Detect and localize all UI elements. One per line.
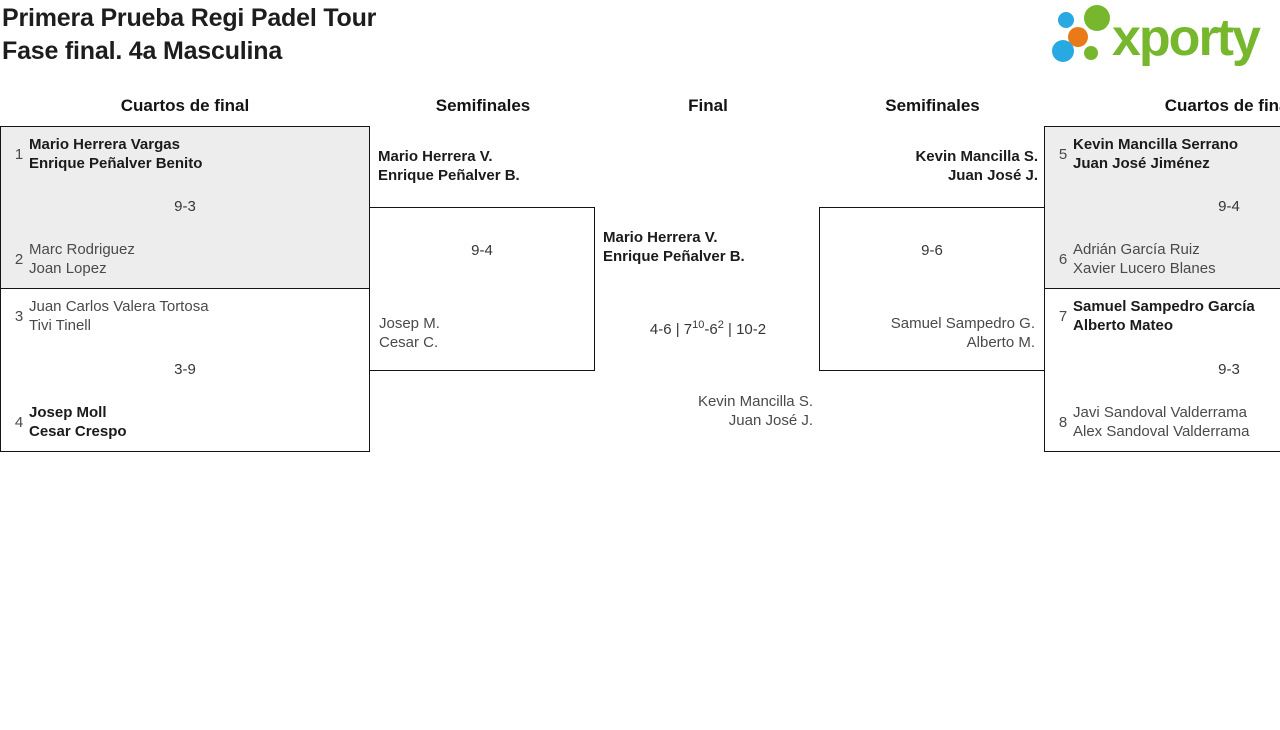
round-header-final: Final bbox=[688, 96, 728, 115]
round-header-semis-left: Semifinales bbox=[435, 96, 531, 115]
logo-dot-blue-large-icon bbox=[1052, 40, 1074, 62]
team-row-seed1: 1 Mario Herrera Vargas Enrique Peñalver … bbox=[1, 135, 369, 173]
logo-dot-orange-icon bbox=[1068, 27, 1088, 47]
final-loser-names: Kevin Mancilla S. Juan José J. bbox=[595, 392, 813, 430]
player-name: Cesar Crespo bbox=[29, 423, 127, 440]
player-name: Mario Herrera V. bbox=[378, 148, 493, 165]
match-score: 9-3 bbox=[174, 198, 196, 215]
seed-number: 5 bbox=[1058, 145, 1068, 163]
team-names: Kevin Mancilla Serrano Juan José Jiménez bbox=[1073, 135, 1238, 173]
team-names: Juan Carlos Valera Tortosa Tivi Tinell bbox=[29, 297, 209, 335]
round-header-semis-right: Semifinales bbox=[885, 96, 980, 115]
player-name: Marc Rodriguez bbox=[29, 241, 135, 258]
logo-dot-green-small-icon bbox=[1084, 46, 1098, 60]
player-name: Mario Herrera Vargas bbox=[29, 136, 180, 153]
match-score: 9-4 bbox=[1218, 198, 1240, 215]
player-name: Juan Carlos Valera Tortosa bbox=[29, 298, 209, 315]
player-name: Joan Lopez bbox=[29, 260, 107, 277]
team-names: Mario Herrera Vargas Enrique Peñalver Be… bbox=[29, 135, 202, 173]
player-name: Alex Sandoval Valderrama bbox=[1073, 423, 1250, 440]
xporty-logo-text: xporty bbox=[1112, 9, 1261, 67]
team-names: Samuel Sampedro García Alberto Mateo bbox=[1073, 297, 1255, 335]
player-name: Javi Sandoval Valderrama bbox=[1073, 404, 1247, 421]
round-header-quarters-left: Cuartos de final bbox=[120, 96, 250, 115]
player-name: Kevin Mancilla Serrano bbox=[1073, 136, 1239, 153]
round-header-quarters-right: Cuartos de final bbox=[1164, 96, 1280, 115]
seed-number: 3 bbox=[14, 307, 24, 325]
team-row-seed2: 2 Marc Rodriguez Joan Lopez bbox=[1, 240, 369, 278]
team-row-seed5: 5 Kevin Mancilla Serrano Juan José Jimén… bbox=[1045, 135, 1280, 173]
final-score: 4-6 | 710-62 | 10-2 bbox=[649, 319, 767, 339]
player-name: Josep M. bbox=[379, 315, 440, 332]
logo-dot-green-large-icon bbox=[1084, 5, 1110, 31]
team-row-seed8: 8 Javi Sandoval Valderrama Alex Sandoval… bbox=[1045, 403, 1280, 441]
player-name: Enrique Peñalver B. bbox=[603, 248, 745, 265]
team-row-seed7: 7 Samuel Sampedro García Alberto Mateo bbox=[1045, 297, 1280, 335]
phase-name: Fase final. 4a Masculina bbox=[2, 37, 283, 65]
match-score: 3-9 bbox=[174, 360, 196, 378]
player-name: Juan José Jiménez bbox=[1073, 155, 1210, 172]
team-names: Josep Moll Cesar Crespo bbox=[29, 403, 127, 441]
logo-dot-blue-small-icon bbox=[1058, 12, 1074, 28]
player-name: Juan José J. bbox=[728, 412, 813, 429]
match-qf2[interactable]: 3 Juan Carlos Valera Tortosa Tivi Tinell… bbox=[0, 288, 370, 452]
sf1-winner-names: Mario Herrera V. Enrique Peñalver B. bbox=[378, 147, 520, 185]
seed-number: 6 bbox=[1058, 250, 1068, 268]
player-name: Enrique Peñalver B. bbox=[378, 167, 520, 184]
match-sf2[interactable]: 9-6 Samuel Sampedro G. Alberto M. bbox=[819, 207, 1045, 371]
team-row-seed3: 3 Juan Carlos Valera Tortosa Tivi Tinell bbox=[1, 297, 369, 335]
player-name: Cesar C. bbox=[379, 334, 439, 351]
player-name: Xavier Lucero Blanes bbox=[1073, 260, 1216, 277]
player-name: Samuel Sampedro García bbox=[1073, 298, 1255, 315]
xporty-logo[interactable]: xporty bbox=[1048, 2, 1280, 74]
sf2-winner-names: Kevin Mancilla S. Juan José J. bbox=[915, 147, 1038, 185]
page-title: Primera Prueba Regi Padel Tour Fase fina… bbox=[2, 2, 376, 68]
player-name: Enrique Peñalver Benito bbox=[29, 155, 203, 172]
team-names: Javi Sandoval Valderrama Alex Sandoval V… bbox=[1073, 403, 1249, 441]
sf1-loser-names: Josep M. Cesar C. bbox=[379, 314, 440, 352]
player-name: Alberto M. bbox=[966, 334, 1035, 351]
team-names: Marc Rodriguez Joan Lopez bbox=[29, 240, 135, 278]
seed-number: 1 bbox=[14, 145, 24, 163]
match-qf3[interactable]: 5 Kevin Mancilla Serrano Juan José Jimén… bbox=[1044, 126, 1280, 289]
player-name: Samuel Sampedro G. bbox=[890, 315, 1035, 332]
match-score: 9-6 bbox=[921, 242, 943, 259]
match-score: 9-4 bbox=[471, 242, 493, 259]
seed-number: 8 bbox=[1058, 413, 1068, 431]
seed-number: 2 bbox=[14, 250, 24, 268]
match-qf1[interactable]: 1 Mario Herrera Vargas Enrique Peñalver … bbox=[0, 126, 370, 289]
match-score: 9-3 bbox=[1218, 360, 1240, 378]
team-row-seed6: 6 Adrián García Ruiz Xavier Lucero Blane… bbox=[1045, 240, 1280, 278]
sf2-loser-names: Samuel Sampedro G. Alberto M. bbox=[891, 314, 1035, 352]
match-qf4[interactable]: 7 Samuel Sampedro García Alberto Mateo 9… bbox=[1044, 288, 1280, 452]
tournament-name: Primera Prueba Regi Padel Tour bbox=[2, 4, 377, 32]
seed-number: 4 bbox=[14, 413, 24, 431]
seed-number: 7 bbox=[1058, 307, 1068, 325]
player-name: Juan José J. bbox=[947, 167, 1038, 184]
player-name: Alberto Mateo bbox=[1073, 317, 1174, 334]
player-name: Josep Moll bbox=[29, 404, 107, 421]
team-names: Adrián García Ruiz Xavier Lucero Blanes bbox=[1073, 240, 1216, 278]
player-name: Kevin Mancilla S. bbox=[697, 393, 813, 410]
player-name: Kevin Mancilla S. bbox=[915, 148, 1038, 165]
player-name: Mario Herrera V. bbox=[603, 229, 718, 246]
player-name: Tivi Tinell bbox=[29, 317, 91, 334]
player-name: Adrián García Ruiz bbox=[1073, 241, 1200, 258]
final-winner-names: Mario Herrera V. Enrique Peñalver B. bbox=[603, 228, 745, 266]
team-row-seed4: 4 Josep Moll Cesar Crespo bbox=[1, 403, 369, 441]
match-sf1[interactable]: 9-4 Josep M. Cesar C. bbox=[369, 207, 595, 371]
